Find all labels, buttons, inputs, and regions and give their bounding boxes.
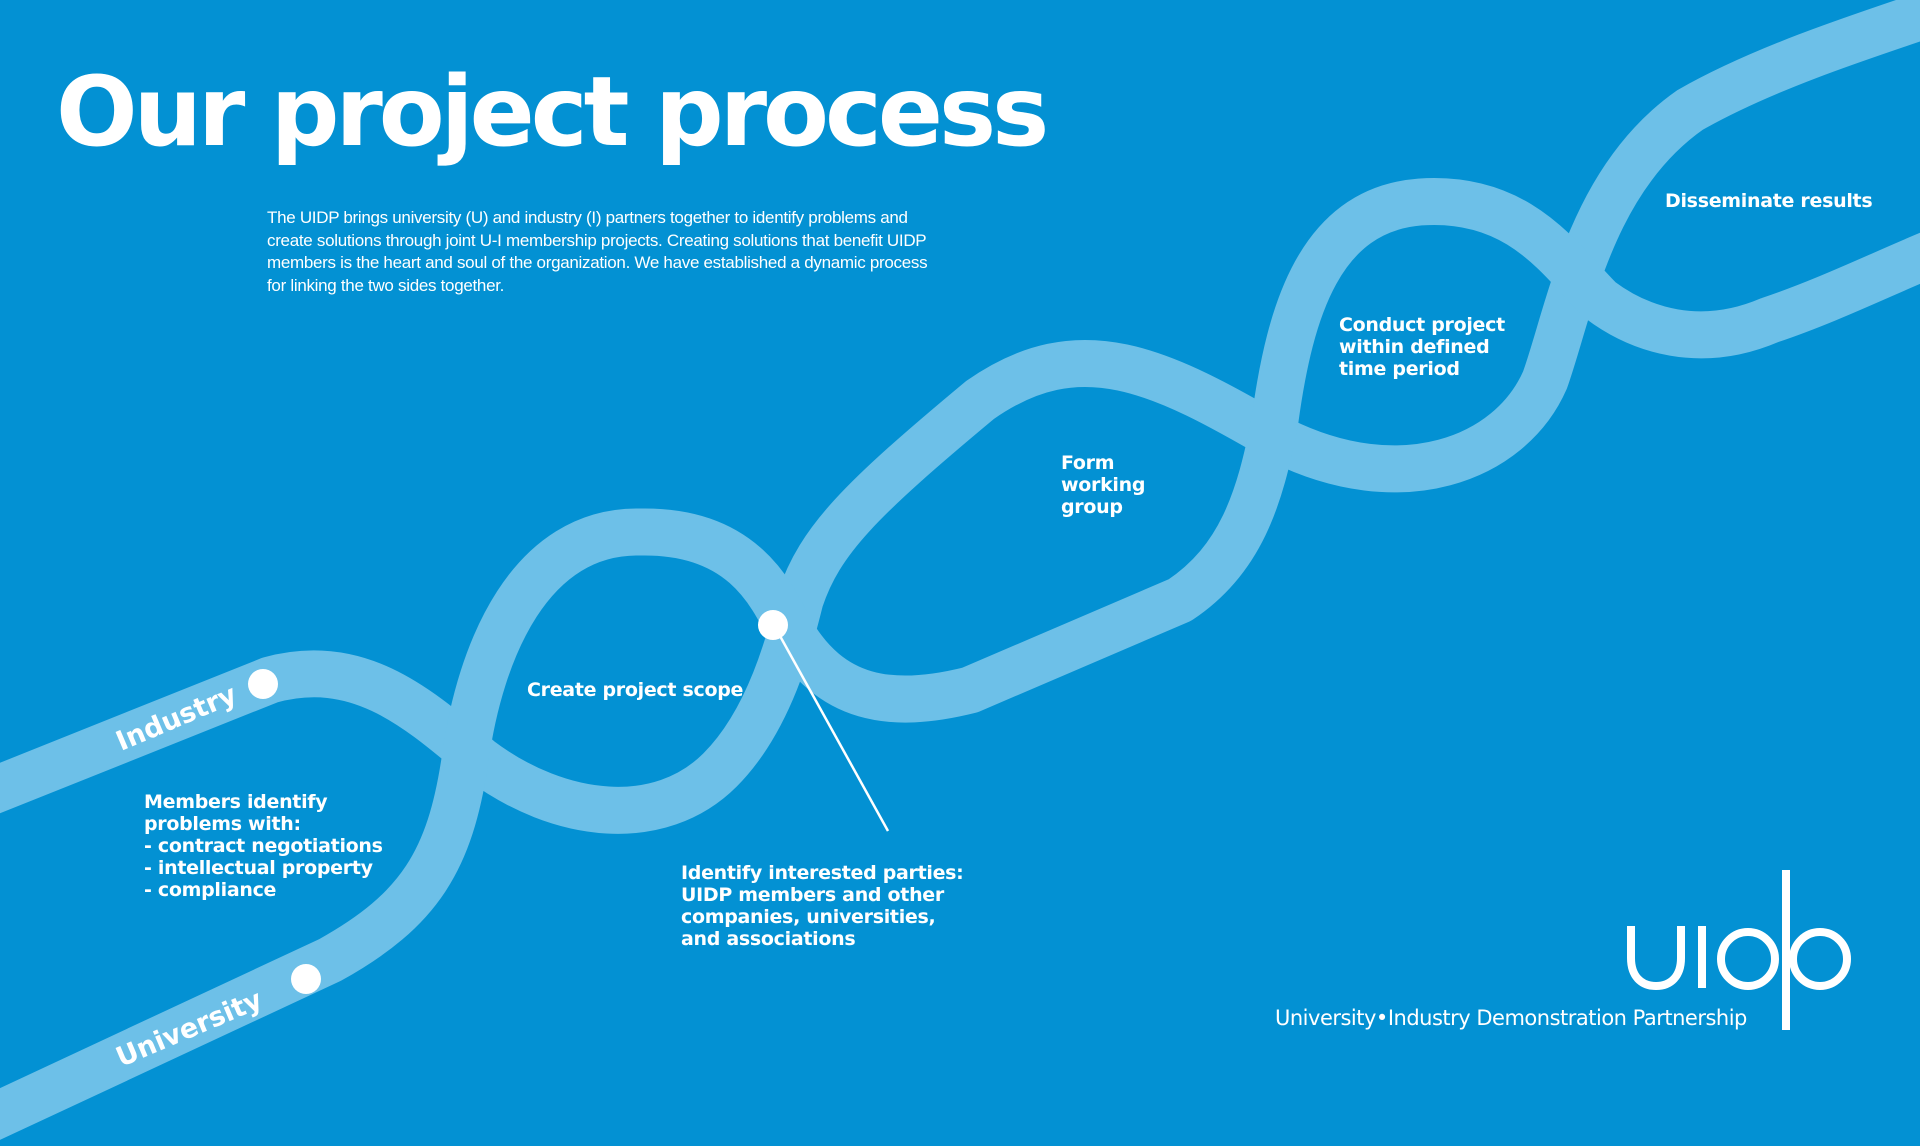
step-line: UIDP members and other <box>681 884 944 906</box>
step-line: time period <box>1339 358 1460 380</box>
step-line: Create project scope <box>527 679 744 701</box>
step-form-working-group: Form working group <box>1061 452 1145 518</box>
step-line: - compliance <box>144 879 277 901</box>
step-line: Form <box>1061 452 1115 474</box>
industry-strand <box>0 0 1920 834</box>
page-title: Our project process <box>56 56 1049 168</box>
intro-paragraph: The UIDP brings university (U) and indus… <box>267 208 928 295</box>
industry-start-node <box>248 669 278 699</box>
step-line: problems with: <box>144 813 301 835</box>
step-disseminate-results: Disseminate results <box>1665 190 1873 212</box>
step-identify-interested-parties: Identify interested parties: UIDP member… <box>681 862 964 950</box>
step-line: - contract negotiations <box>144 835 383 857</box>
step-members-identify-problems: Members identify problems with: - contra… <box>144 791 383 901</box>
organization-name: University•Industry Demonstration Partne… <box>1275 1006 1747 1030</box>
interested-parties-node <box>758 610 788 640</box>
step-line: Conduct project <box>1339 314 1505 336</box>
step-line: Members identify <box>144 791 328 813</box>
step-line: Disseminate results <box>1665 190 1873 212</box>
step-line: - intellectual property <box>144 857 373 879</box>
step-conduct-project: Conduct project within defined time peri… <box>1339 314 1505 380</box>
step-line: companies, universities, <box>681 906 936 928</box>
step-line: Identify interested parties: <box>681 862 964 884</box>
step-line: and associations <box>681 928 856 950</box>
step-create-project-scope: Create project scope <box>527 679 743 701</box>
uidp-logo <box>1627 870 1851 1030</box>
step-line: working <box>1061 474 1146 496</box>
step-line: group <box>1061 496 1123 518</box>
university-start-node <box>291 964 321 994</box>
interested-parties-leader-line <box>778 635 890 832</box>
university-strand <box>0 178 1920 1140</box>
step-line: within defined <box>1339 336 1490 358</box>
